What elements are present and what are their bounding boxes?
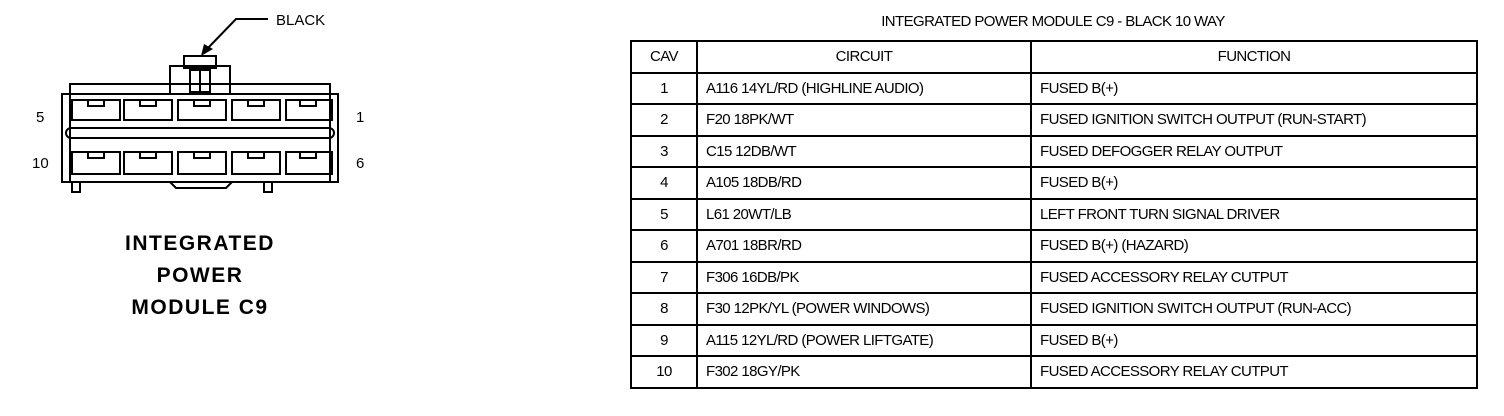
table-row: 5 L61 20WT/LB LEFT FRONT TURN SIGNAL DRI… <box>630 197 1478 231</box>
cell-cav: 2 <box>630 103 698 137</box>
cell-circuit: C15 12DB/WT <box>696 134 1032 168</box>
cavity-row-top <box>71 99 333 121</box>
connector-diagram: BLACK <box>32 12 364 193</box>
pin-label-bottom-right: 6 <box>356 155 364 172</box>
cell-function: FUSED DEFOGGER RELAY OUTPUT <box>1030 134 1478 168</box>
cell-circuit: A116 14YL/RD (HIGHLINE AUDIO) <box>696 71 1032 105</box>
cell-cav: 6 <box>630 229 698 263</box>
connector-caption: INTEGRATED POWER MODULE C9 <box>100 228 300 324</box>
table-row: 2 F20 18PK/WT FUSED IGNITION SWITCH OUTP… <box>630 103 1478 137</box>
caption-line-3: MODULE C9 <box>131 296 269 319</box>
table-row: 9 A115 12YL/RD (POWER LIFTGATE) FUSED B(… <box>630 323 1478 357</box>
cell-function: FUSED ACCESSORY RELAY CUTPUT <box>1030 355 1478 389</box>
cell-circuit: A115 12YL/RD (POWER LIFTGATE) <box>696 323 1032 357</box>
pin-label-top-right: 1 <box>356 109 364 126</box>
table-row: 3 C15 12DB/WT FUSED DEFOGGER RELAY OUTPU… <box>630 134 1478 168</box>
cell-cav: 8 <box>630 292 698 326</box>
cell-circuit: F306 16DB/PK <box>696 260 1032 294</box>
pin-label-bottom-left: 10 <box>32 155 49 172</box>
cell-cav: 1 <box>630 71 698 105</box>
cell-function: FUSED B(+) <box>1030 71 1478 105</box>
cell-cav: 4 <box>630 166 698 200</box>
cell-function: FUSED ACCESSORY RELAY CUTPUT <box>1030 260 1478 294</box>
cell-circuit: F20 18PK/WT <box>696 103 1032 137</box>
cell-circuit: A105 18DB/RD <box>696 166 1032 200</box>
cell-cav: 7 <box>630 260 698 294</box>
cell-function: FUSED IGNITION SWITCH OUTPUT (RUN-START) <box>1030 103 1478 137</box>
cell-function: LEFT FRONT TURN SIGNAL DRIVER <box>1030 197 1478 231</box>
header-circuit: CIRCUIT <box>696 40 1032 74</box>
table-row: 4 A105 18DB/RD FUSED B(+) <box>630 166 1478 200</box>
color-callout-label: BLACK <box>276 12 325 29</box>
header-function: FUNCTION <box>1030 40 1478 74</box>
header-cav: CAV <box>630 40 698 74</box>
cell-circuit: L61 20WT/LB <box>696 197 1032 231</box>
table-row: 10 F302 18GY/PK FUSED ACCESSORY RELAY CU… <box>630 355 1478 389</box>
callout-arrowhead <box>201 44 213 56</box>
pinout-table: CAV CIRCUIT FUNCTION 1 A116 14YL/RD (HIG… <box>630 40 1478 389</box>
color-callout-leader <box>207 18 268 49</box>
cell-function: FUSED B(+) (HAZARD) <box>1030 229 1478 263</box>
table-title: INTEGRATED POWER MODULE C9 - BLACK 10 WA… <box>881 13 1225 30</box>
connector-lock-tab <box>169 55 231 95</box>
cell-cav: 3 <box>630 134 698 168</box>
table-row: 7 F306 16DB/PK FUSED ACCESSORY RELAY CUT… <box>630 260 1478 294</box>
caption-line-1: INTEGRATED <box>125 232 275 255</box>
cell-circuit: F302 18GY/PK <box>696 355 1032 389</box>
cell-cav: 5 <box>630 197 698 231</box>
table-row: 1 A116 14YL/RD (HIGHLINE AUDIO) FUSED B(… <box>630 71 1478 105</box>
table-header-row: CAV CIRCUIT FUNCTION <box>630 40 1478 74</box>
table-row: 8 F30 12PK/YL (POWER WINDOWS) FUSED IGNI… <box>630 292 1478 326</box>
cell-cav: 10 <box>630 355 698 389</box>
pin-label-top-left: 5 <box>36 109 44 126</box>
cell-function: FUSED B(+) <box>1030 323 1478 357</box>
cell-circuit: F30 12PK/YL (POWER WINDOWS) <box>696 292 1032 326</box>
cavity-row-bottom <box>71 151 333 175</box>
cell-cav: 9 <box>630 323 698 357</box>
cell-circuit: A701 18BR/RD <box>696 229 1032 263</box>
table-row: 6 A701 18BR/RD FUSED B(+) (HAZARD) <box>630 229 1478 263</box>
caption-line-2: POWER <box>156 264 244 287</box>
connector-center-rib <box>65 127 335 139</box>
cell-function: FUSED IGNITION SWITCH OUTPUT (RUN-ACC) <box>1030 292 1478 326</box>
cell-function: FUSED B(+) <box>1030 166 1478 200</box>
